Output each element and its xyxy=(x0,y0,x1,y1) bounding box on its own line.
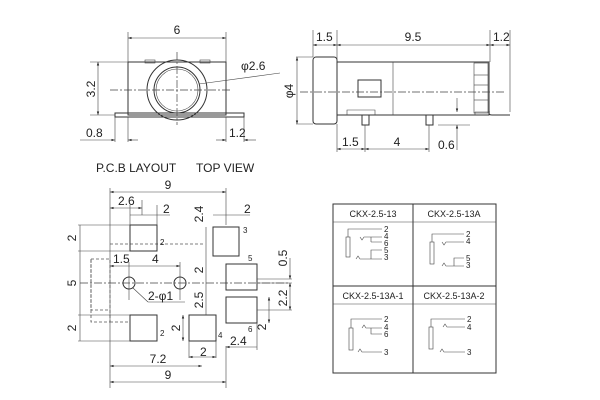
pad-3 xyxy=(212,226,240,257)
dim-width: 6 xyxy=(174,23,181,37)
schematic-title: CKX-2.5-13A-2 xyxy=(423,291,484,301)
dim-gap: 0.5 xyxy=(276,249,290,266)
dim-gap: 2 xyxy=(192,266,206,273)
dim-bore: φ2.6 xyxy=(241,59,266,73)
dim-pad4-width: 2 xyxy=(200,345,207,359)
pin-label: 6 xyxy=(248,325,253,334)
dim-pad-width: 2 xyxy=(244,202,251,216)
dim-pad4-height: 2 xyxy=(169,324,183,331)
dim-pad6-offset: 2.4 xyxy=(230,334,247,348)
front-view: 6 3.2 φ2.6 0.8 1.2 P.C.B LAYOUT TOP VIEW xyxy=(80,23,281,175)
dim-pin-height: 0.6 xyxy=(438,138,455,152)
pin-number: 4 xyxy=(467,323,472,332)
schematic-title: CKX-2.5-13 xyxy=(349,209,396,219)
pin-number: 4 xyxy=(384,232,389,241)
dim-diameter: φ4 xyxy=(282,83,296,98)
dim-tail: 1.2 xyxy=(493,30,510,44)
dim-right-tab: 1.2 xyxy=(229,126,246,140)
dim-holes: 2-φ1 xyxy=(148,289,173,303)
schematic-title: CKX-2.5-13A-1 xyxy=(342,291,403,301)
dim-7-2: 7.2 xyxy=(150,352,167,366)
pin-number: 3 xyxy=(384,253,389,262)
dim-pad6-height: 2 xyxy=(255,323,269,330)
side-view: 1.5 9.5 1.2 φ4 1.5 4 0.6 xyxy=(282,30,511,152)
pad-2-bottom xyxy=(129,314,158,342)
dim-body-length: 9.5 xyxy=(405,30,422,44)
dim-pad-height: 2.4 xyxy=(192,205,206,222)
dim-height: 3.2 xyxy=(84,80,98,97)
pin-label: 3 xyxy=(243,226,248,235)
label-pcb-layout: P.C.B LAYOUT xyxy=(96,161,177,175)
dim-gap: 2.2 xyxy=(276,289,290,306)
schematic-title: CKX-2.5-13A xyxy=(427,209,480,219)
dim-width-top: 9 xyxy=(165,178,172,192)
dim-pin-pitch: 4 xyxy=(394,135,401,149)
pin-number: 6 xyxy=(384,330,389,339)
dim-left-top: 2 xyxy=(65,234,79,241)
pad-5 xyxy=(225,263,258,291)
pin-number: 2 xyxy=(384,225,389,234)
pin-number: 6 xyxy=(384,239,389,248)
pin-number: 5 xyxy=(384,246,389,255)
dim-hole-pitch: 4 xyxy=(152,252,159,266)
pin-number: 2 xyxy=(384,315,389,324)
dim-left-mid: 5 xyxy=(65,279,79,286)
pin-number: 5 xyxy=(466,254,471,263)
dim-collar: 1.5 xyxy=(316,30,333,44)
label-top-view: TOP VIEW xyxy=(196,161,255,175)
pin-number: 3 xyxy=(384,348,389,357)
pin-label: 5 xyxy=(248,254,253,263)
pin-number: 3 xyxy=(466,261,471,270)
dim-width-bottom: 9 xyxy=(165,368,172,382)
pin-number: 4 xyxy=(466,237,471,246)
pin-label: 4 xyxy=(218,331,223,340)
pcb-layout: 2 3 5 6 2 4 9 2.6 2 2 2.4 2 5 2 1.5 4 2-… xyxy=(65,178,292,388)
dim-gap: 2.5 xyxy=(192,291,206,308)
pin-number: 2 xyxy=(467,315,472,324)
schematic-table: CKX-2.5-13 CKX-2.5-13A CKX-2.5-13A-1 CKX… xyxy=(332,203,497,374)
dim-pad-offset: 2.6 xyxy=(118,194,135,208)
dim-pin-offset: 1.5 xyxy=(342,135,359,149)
pad-6 xyxy=(225,296,258,324)
pin-number: 4 xyxy=(384,323,389,332)
dim-pad-width: 2 xyxy=(163,202,170,216)
dim-left-tab: 0.8 xyxy=(86,126,103,140)
pad-4 xyxy=(188,314,217,342)
dim-left-bottom: 2 xyxy=(65,324,79,331)
pin-label: 2 xyxy=(160,329,165,338)
pad-2-top xyxy=(129,224,158,252)
dim-hole-offset: 1.5 xyxy=(113,252,130,266)
pin-number: 3 xyxy=(467,348,472,357)
pin-label: 2 xyxy=(160,238,165,247)
pin-number: 2 xyxy=(466,230,471,239)
